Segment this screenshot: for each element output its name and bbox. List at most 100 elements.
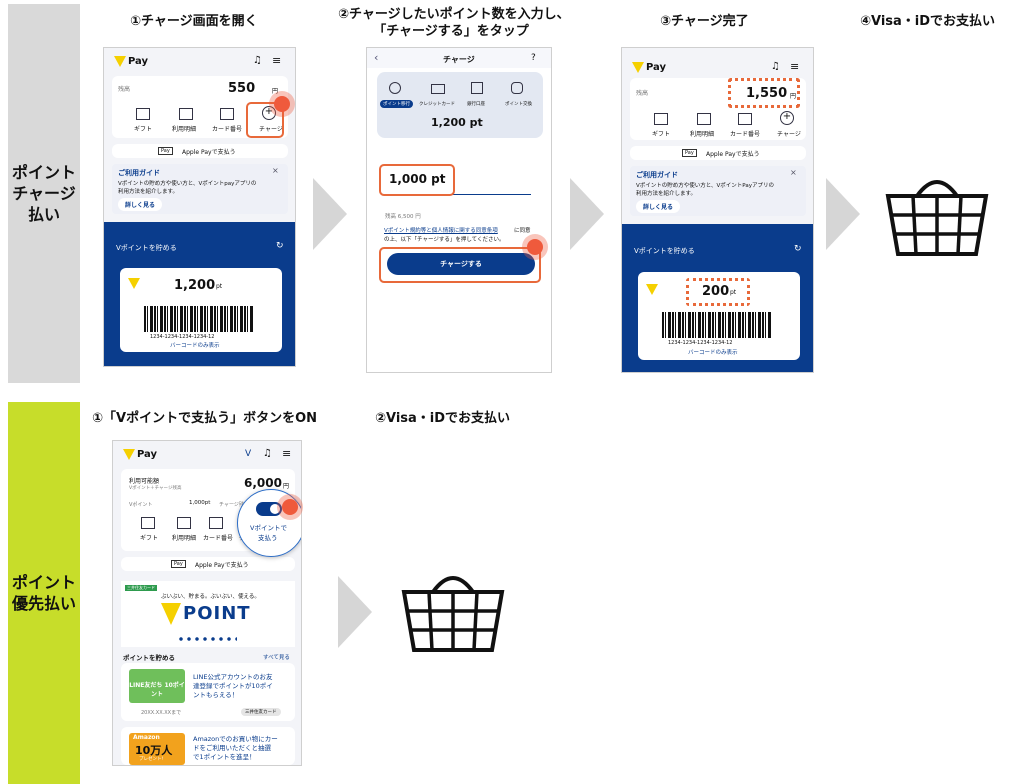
apple-pay-label: Apple Payで支払う	[706, 151, 760, 158]
bell-icon[interactable]: ♫	[263, 448, 272, 459]
bell-icon[interactable]: ♫	[253, 55, 262, 66]
guide-more-button[interactable]: 詳しく見る	[118, 198, 163, 211]
promo-line-text-1: LINE公式アカウントのお友	[193, 673, 273, 681]
bell-icon[interactable]: ♫	[771, 61, 780, 72]
remaining-balance: 残高 6,500 円	[385, 214, 421, 220]
balance-value: 1,550	[746, 86, 788, 101]
menu-card-number[interactable]: カード番号	[203, 535, 234, 542]
tap-indicator	[274, 96, 290, 112]
balance-label: 残高	[118, 86, 131, 93]
barcode-only-link[interactable]: バーコードのみ表示	[170, 343, 220, 349]
section-label-point-priority: ポイント 優先払い	[8, 402, 80, 784]
available-label: 利用可能額	[129, 478, 160, 485]
save-points-title: Vポイントを貯める	[116, 244, 177, 252]
bank-icon	[471, 82, 483, 94]
available-value: 6,000	[244, 476, 282, 490]
gift-icon	[141, 517, 155, 529]
plus-circle-icon: +	[780, 111, 794, 125]
phone-screen-charge-open: Pay ♫ ≡ 残高 550 円 + ギフト 利用明細 カード番号 チャージ P…	[103, 47, 296, 367]
card-icon	[209, 517, 223, 529]
help-icon[interactable]: ?	[531, 53, 536, 63]
balance-card: 残高 550 円 + ギフト 利用明細 カード番号 チャージ	[112, 76, 288, 138]
promo-amazon-brand: Amazon	[133, 734, 160, 741]
tap-indicator	[527, 239, 543, 255]
gift-icon	[136, 108, 150, 120]
promo-amazon-image: Amazon 10万人 プレゼント!	[129, 733, 185, 765]
menu-card-number[interactable]: カード番号	[212, 126, 243, 133]
balance-value: 550	[228, 81, 256, 96]
save-points-panel: Vポイントを貯める ↻ 200 pt 1234-1234-1234-1234-1…	[622, 224, 813, 372]
vpoint-label: Vポイント	[129, 502, 153, 508]
refresh-icon[interactable]: ↻	[276, 241, 284, 251]
shopping-basket-icon	[885, 180, 989, 256]
promo-banner[interactable]: 三井住友カード ぶいぶい、貯まる。ぶいぶい、使える。 POINT	[121, 581, 295, 647]
tab-credit-card[interactable]: クレジットカード	[419, 102, 455, 107]
menu-gift[interactable]: ギフト	[140, 535, 159, 542]
v-icon[interactable]: V	[245, 449, 252, 459]
menu-history[interactable]: 利用明細	[172, 126, 197, 133]
v-point-pay-toggle[interactable]	[256, 502, 282, 516]
phone-screen-charge-input: ‹ チャージ ? ポイント移行 クレジットカード 銀行口座 ポイント交換 1,2…	[366, 47, 552, 373]
banner-tag: 三井住友カード	[125, 585, 157, 591]
promo-line-date: 20XX.XX.XXまで	[141, 710, 182, 716]
point-card: 1,200 pt 1234-1234-1234-1234-12 バーコードのみ表…	[120, 268, 282, 352]
menu-icon[interactable]: ≡	[282, 447, 292, 460]
refresh-icon[interactable]: ↻	[794, 244, 802, 254]
carousel-dots[interactable]	[177, 637, 237, 641]
barcode	[144, 306, 254, 332]
terms-link[interactable]: Vポイント規約等と個人情報に関する同意条項	[384, 228, 498, 234]
toggle-label-2: 支払う	[258, 534, 278, 542]
promo-amazon-text-2: ドをご利用いただくと抽選	[193, 744, 271, 752]
gift-icon	[654, 113, 668, 125]
menu-history[interactable]: 利用明細	[172, 535, 197, 542]
apple-pay-button[interactable]: Pay Apple Payで支払う	[112, 144, 288, 158]
step-caption-2b: 「チャージする」をタップ	[373, 24, 529, 39]
menu-history[interactable]: 利用明細	[690, 131, 715, 138]
menu-gift[interactable]: ギフト	[652, 131, 671, 138]
phone-screen-charge-complete: Pay ♫ ≡ 残高 1,550 円 + ギフト 利用明細 カード番号 チャージ…	[621, 47, 814, 373]
input-underline	[381, 194, 531, 195]
see-all-link[interactable]: すべて見る	[263, 655, 290, 661]
tab-point-exchange[interactable]: ポイント交換	[505, 102, 532, 107]
menu-card-number[interactable]: カード番号	[730, 131, 761, 138]
balance-card: 残高 1,550 円 + ギフト 利用明細 カード番号 チャージ	[630, 78, 806, 140]
receipt-icon	[179, 108, 193, 120]
point-value: 1,200	[174, 278, 216, 293]
apple-pay-button[interactable]: Pay Apple Payで支払う	[121, 557, 295, 571]
balance-highlight	[728, 78, 800, 108]
step-caption-d1: ①「Vポイントで支払う」ボタンをON	[92, 411, 317, 426]
menu-icon[interactable]: ≡	[790, 60, 800, 73]
guide-text-1: Vポイントの貯め方や使い方と、VポイントPayアプリの	[636, 183, 775, 189]
vpoint-value: 1,000pt	[189, 500, 211, 506]
guide-text-2: 利用方法を紹介します。	[636, 191, 696, 197]
menu-icon[interactable]: ≡	[272, 54, 282, 67]
shopping-basket-icon	[401, 576, 505, 652]
menu-gift[interactable]: ギフト	[134, 126, 153, 133]
points-highlight	[686, 278, 750, 306]
step-caption-4: ④Visa・iDでお支払い	[860, 14, 996, 29]
arrow-right-icon	[826, 178, 860, 250]
apple-pay-button[interactable]: Pay Apple Payで支払う	[630, 146, 806, 160]
menu-charge[interactable]: チャージ	[777, 131, 801, 138]
menu-charge[interactable]: チャージ	[259, 126, 283, 133]
close-icon[interactable]: ×	[790, 168, 797, 177]
back-icon[interactable]: ‹	[374, 51, 379, 64]
step-caption-1: ①チャージ画面を開く	[130, 14, 258, 29]
barcode-only-link[interactable]: バーコードのみ表示	[688, 350, 738, 356]
save-points-title: Vポイントを貯める	[634, 247, 695, 255]
apple-pay-label: Apple Payで支払う	[195, 562, 249, 569]
promo-line-card[interactable]: LINE友だち 10ポイント LINE公式アカウントのお友 達登録でポイントが1…	[121, 663, 295, 721]
charge-amount-input[interactable]: 1,000 pt	[389, 172, 446, 186]
yen-unit: 円	[790, 93, 797, 100]
receipt-icon	[697, 113, 711, 125]
step-caption-d2: ②Visa・iDでお支払い	[375, 411, 511, 426]
charge-button[interactable]: チャージする	[387, 253, 535, 275]
guide-more-button[interactable]: 詳しく見る	[636, 200, 681, 213]
v-logo-icon	[114, 56, 126, 67]
close-icon[interactable]: ×	[272, 166, 279, 175]
tab-bank[interactable]: 銀行口座	[467, 102, 485, 107]
tab-point-transfer[interactable]: ポイント移行	[380, 100, 413, 108]
card-icon	[738, 113, 752, 125]
apple-pay-tag: Pay	[682, 149, 697, 157]
promo-amazon-card[interactable]: Amazon 10万人 プレゼント! Amazonでのお買い物にカー ドをご利用…	[121, 727, 295, 765]
